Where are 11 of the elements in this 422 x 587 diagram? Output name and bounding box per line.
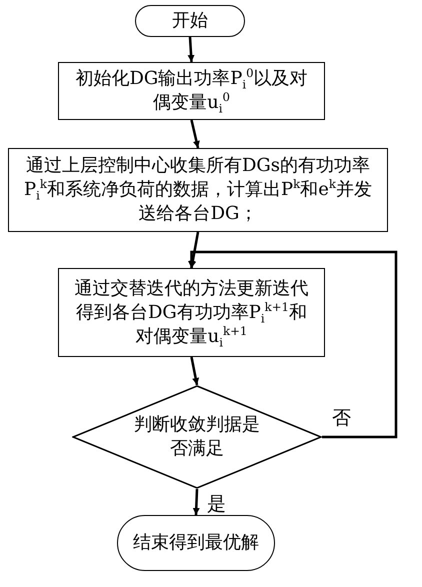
arrow bbox=[188, 36, 195, 62]
arrow bbox=[190, 356, 200, 386]
terminal-box: 开始 bbox=[135, 5, 245, 37]
arrow bbox=[192, 488, 200, 516]
decision-diamond: 判断收敛判据是否满足 bbox=[72, 385, 322, 489]
arrow bbox=[190, 120, 200, 148]
edge-label: 否 bbox=[332, 407, 351, 429]
terminal-box: 结束得到最优解 bbox=[117, 515, 275, 571]
edge-label: 是 bbox=[207, 493, 226, 515]
process-box: 通过上层控制中心收集所有DGs的有功功率P$_{i}$$^{k}$和系统净负荷的数据，计算出P$^{k}$和e$^{k}$并发送给各台DG； bbox=[8, 148, 388, 232]
arrow bbox=[189, 232, 200, 268]
